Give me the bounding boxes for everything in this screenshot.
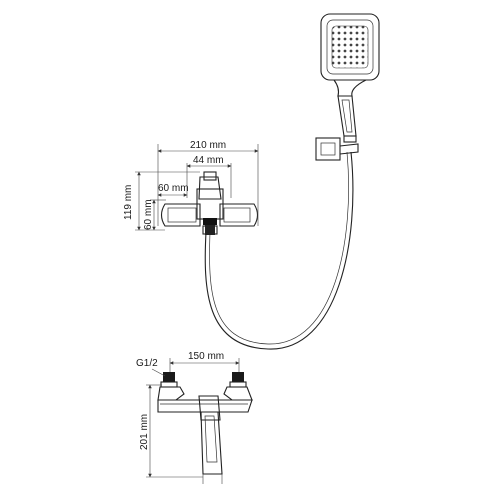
dim-60-horizontal-label: 60 mm (158, 183, 189, 194)
top-dimensions: 210 mm 44 mm 119 mm 60 mm 60 mm (123, 140, 259, 231)
mixer-lever (198, 176, 222, 200)
mixer-body (196, 188, 224, 220)
bracket-inner (320, 142, 336, 156)
hose-connector-nut (202, 225, 218, 235)
dim-210-label: 210 mm (190, 140, 226, 151)
dim-44-label: 44 mm (193, 155, 224, 166)
left-handle-inner (167, 207, 197, 223)
left-connector (163, 372, 175, 382)
aerator (203, 218, 217, 225)
lever-cap (203, 171, 217, 181)
hose-outer (204, 151, 354, 350)
shower-handle-end (343, 135, 357, 143)
left-flange (157, 386, 185, 401)
bracket-plate (315, 137, 341, 161)
right-connector (232, 372, 244, 382)
dim-60-vertical-label: 60 mm (143, 199, 154, 230)
shower-handle-inner (341, 99, 353, 133)
right-handle-inner (223, 207, 251, 223)
right-handle (219, 203, 259, 227)
front-lever (198, 395, 221, 421)
left-handle (160, 203, 201, 227)
shower-head-outer (320, 13, 380, 81)
front-spout (200, 411, 223, 475)
hose-inner (209, 151, 349, 345)
front-dimensions: 150 mm G1/2 201 mm (136, 351, 240, 478)
hose-connector (205, 225, 215, 235)
shower-head-inner (326, 19, 374, 75)
right-connector-nut (229, 381, 247, 388)
left-connector-nut (160, 381, 178, 388)
dim-150-label: 150 mm (188, 351, 224, 362)
right-flange (223, 386, 253, 401)
front-body (157, 399, 253, 413)
mixer-top-view (160, 171, 259, 235)
wall-bracket (315, 137, 359, 161)
dim-201-label: 201 mm (139, 414, 150, 450)
mixer-front-view (157, 372, 253, 484)
front-spout-inner (204, 415, 218, 463)
shower-neck (333, 79, 367, 97)
thread-leader (151, 368, 166, 377)
thread-label: G1/2 (136, 358, 158, 369)
hose (204, 151, 354, 350)
bracket-arm (339, 143, 359, 155)
shower-head-spray-face (331, 25, 369, 69)
hand-shower (320, 13, 380, 143)
dim-119-label: 119 mm (123, 185, 134, 220)
